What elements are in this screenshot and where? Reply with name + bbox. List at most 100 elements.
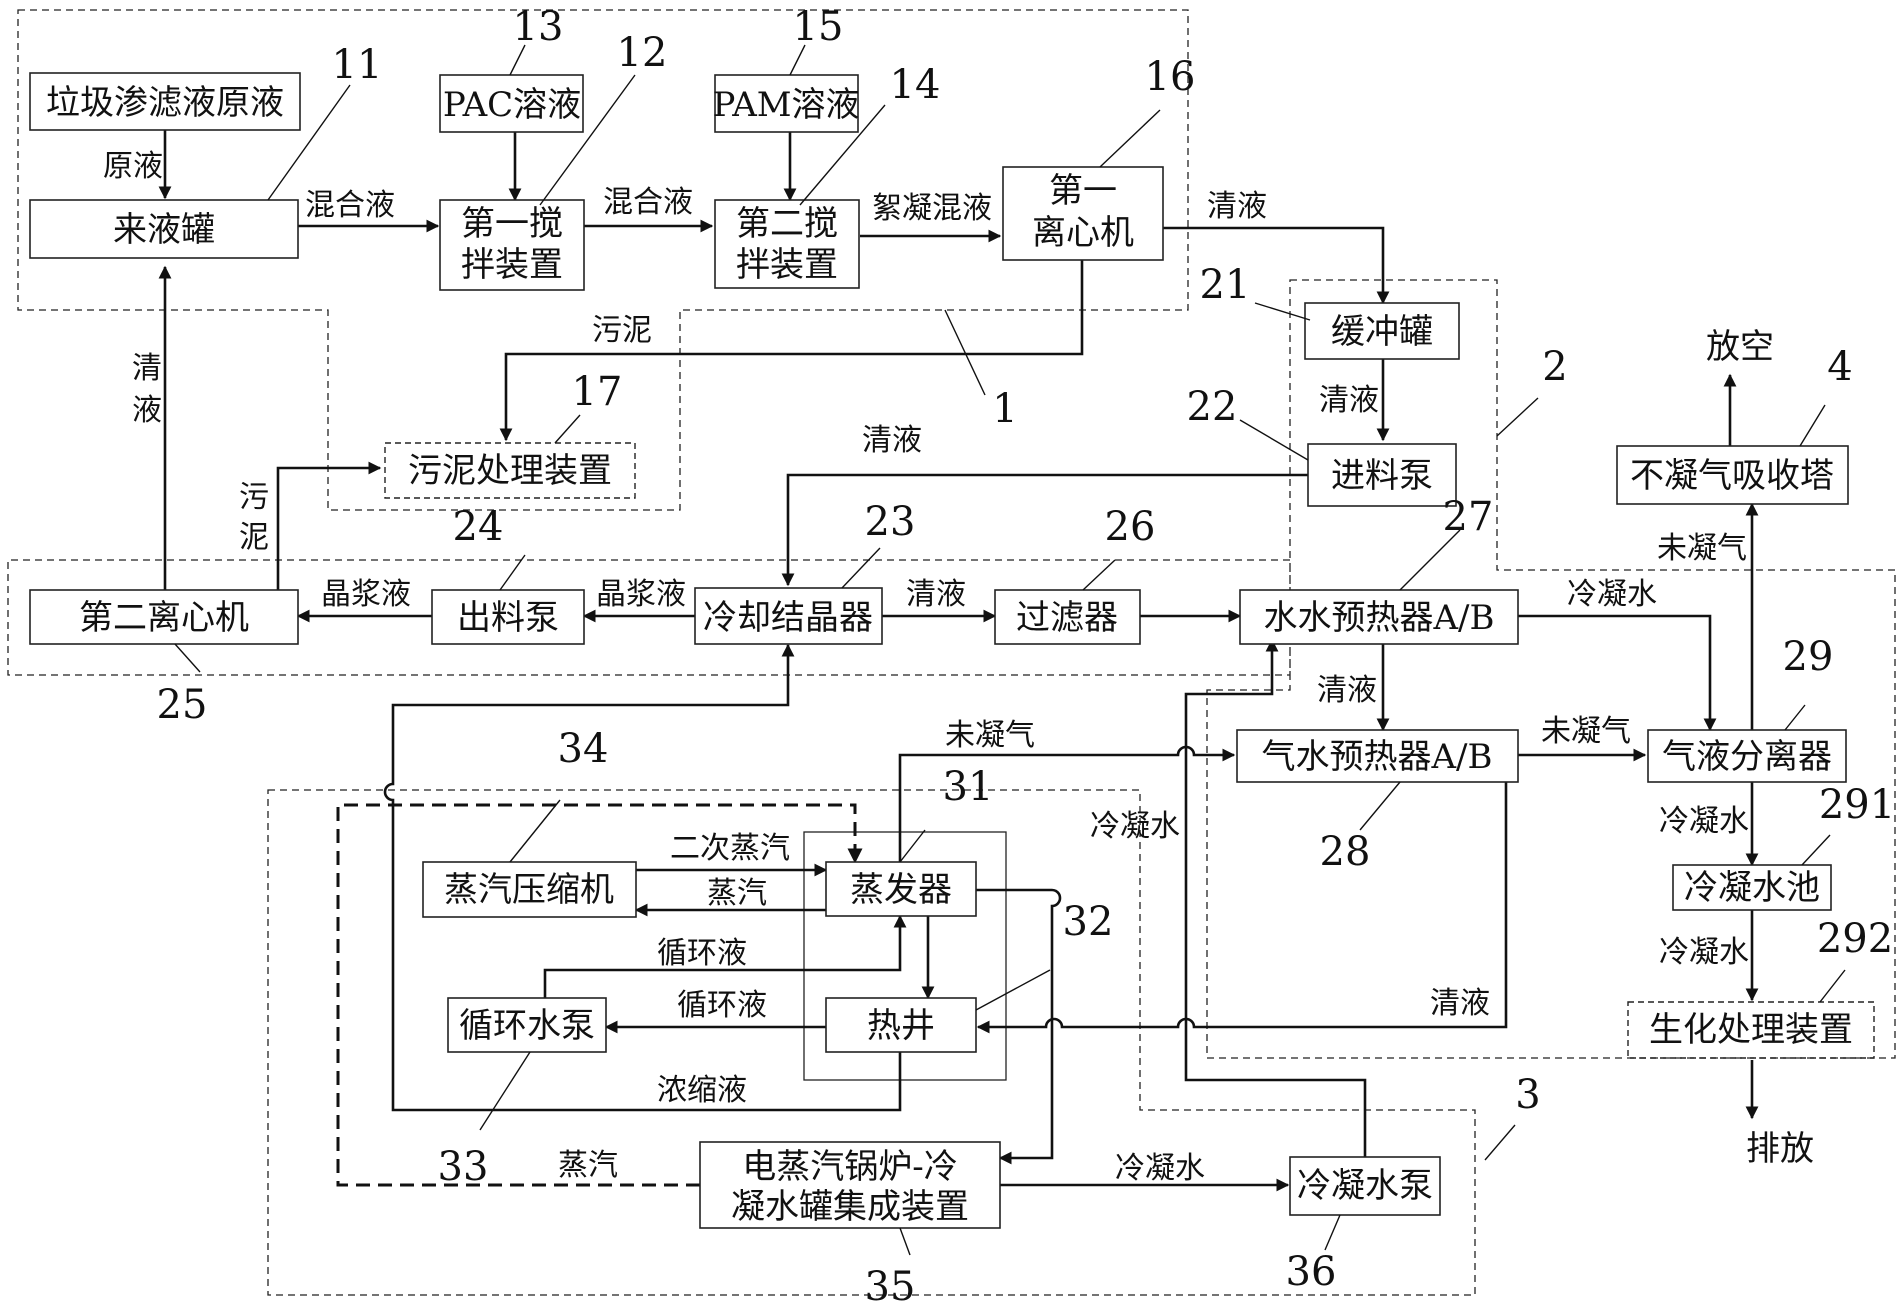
inlet-tank-label: 来液罐 [113, 210, 215, 250]
flow-label-uncond-evap: 未凝气 [945, 718, 1035, 753]
flow-label-clear-cryst: 清液 [906, 577, 966, 612]
flow-label-steam-back: 蒸汽 [707, 876, 767, 911]
ref-number-1: 1 [992, 386, 1017, 432]
flow-label-slurry2: 晶浆液 [596, 577, 686, 612]
mixer1-label-line1: 第一搅 [461, 204, 563, 244]
ref-number-23: 23 [865, 499, 916, 545]
discharge-pump-label: 出料泵 [457, 598, 559, 638]
pam-solution-label: PAM溶液 [712, 85, 859, 125]
flow-label-circ-left: 循环液 [677, 988, 767, 1023]
mixer2-label-line2: 拌装置 [736, 245, 838, 285]
ref-number-292: 292 [1817, 916, 1893, 962]
flow-label-condensate-region3: 冷凝水 [1090, 809, 1180, 844]
ref-number-35: 35 [865, 1264, 916, 1303]
flow-label-floc: 絮凝混液 [872, 191, 992, 226]
flow-label-mix1: 混合液 [305, 188, 395, 223]
boiler-label-line2: 凝水罐集成装置 [731, 1187, 969, 1227]
ww-preheater-label: 水水预热器A/B [1264, 598, 1495, 638]
flow-label-condensate-sep: 冷凝水 [1659, 804, 1749, 839]
discharge-pump-box: 出料泵 [431, 589, 585, 645]
gl-separator-label: 气液分离器 [1662, 737, 1832, 777]
ref-number-31: 31 [943, 764, 994, 810]
ref-number-15: 15 [793, 4, 844, 50]
flow-label-clear-feed: 清液 [862, 423, 922, 458]
ref-number-24: 24 [453, 504, 504, 550]
flow-label-clear-c1: 清液 [1207, 189, 1267, 224]
region-3-outline [267, 789, 1476, 1296]
mixer1-box: 第一搅 拌装置 [439, 199, 585, 291]
flow-label-sludge1: 污泥 [592, 313, 652, 348]
ref-number-17: 17 [572, 369, 623, 415]
pac-solution-label: PAC溶液 [443, 85, 581, 125]
evaporator-label: 蒸发器 [850, 870, 952, 910]
feed-pump-box: 进料泵 [1307, 443, 1457, 507]
flow-label-sludge2-line2: 泥 [239, 520, 269, 555]
raw-leachate-box: 垃圾渗滤液原液 [29, 72, 301, 131]
ref-number-16: 16 [1145, 54, 1196, 100]
circ-pump-box: 循环水泵 [447, 997, 607, 1053]
flow-label-circ-up: 循环液 [657, 936, 747, 971]
condensate-pump-label: 冷凝水泵 [1297, 1166, 1433, 1206]
ref-number-291: 291 [1819, 782, 1895, 828]
ref-number-32: 32 [1063, 899, 1114, 945]
ref-number-14: 14 [890, 62, 941, 108]
gw-preheater-label: 气水预热器A/B [1262, 737, 1493, 777]
mixer2-box: 第二搅 拌装置 [714, 199, 860, 289]
flow-label-raw: 原液 [103, 149, 163, 184]
noncondensable-tower-label: 不凝气吸收塔 [1630, 456, 1834, 496]
ref-number-11: 11 [332, 42, 383, 88]
flow-label-uncond-tower: 未凝气 [1657, 531, 1747, 566]
biochem-treatment-box: 生化处理装置 [1627, 1001, 1875, 1059]
region-1-outline [17, 9, 1189, 511]
flow-label-clear-ww: 清液 [1317, 673, 1377, 708]
ref-number-29: 29 [1783, 634, 1834, 680]
centrifuge1-label-line1: 第一 [1049, 171, 1117, 211]
centrifuge1-label-line2: 离心机 [1032, 213, 1134, 253]
flow-lines [158, 120, 1759, 1192]
raw-leachate-label: 垃圾渗滤液原液 [46, 83, 284, 123]
ww-preheater-box: 水水预热器A/B [1239, 589, 1519, 645]
sludge-treatment-label: 污泥处理装置 [408, 451, 612, 491]
flow-label-condensate-boiler: 冷凝水 [1115, 1151, 1205, 1186]
cooling-crystallizer-label: 冷却结晶器 [703, 598, 873, 638]
filter-label: 过滤器 [1016, 598, 1118, 638]
boiler-label-line1: 电蒸汽锅炉-冷 [742, 1147, 958, 1187]
ref-number-28: 28 [1320, 829, 1371, 875]
circ-pump-label: 循环水泵 [459, 1006, 595, 1046]
buffer-tank-label: 缓冲罐 [1331, 312, 1433, 352]
mixer2-label-line1: 第二搅 [736, 204, 838, 244]
centrifuge1-box: 第一 离心机 [1002, 166, 1164, 261]
flow-label-mix2: 混合液 [603, 185, 693, 220]
flow-label-condensate-pool: 冷凝水 [1659, 935, 1749, 970]
condensate-pool-label: 冷凝水池 [1684, 868, 1820, 908]
centrifuge2-label: 第二离心机 [79, 598, 249, 638]
ref-number-27: 27 [1443, 494, 1494, 540]
ref-number-4: 4 [1827, 344, 1852, 390]
ref-number-25: 25 [157, 682, 208, 728]
biochem-treatment-label: 生化处理装置 [1649, 1010, 1853, 1050]
pac-solution-box: PAC溶液 [439, 74, 584, 133]
hotwell-label: 热井 [867, 1006, 935, 1046]
flow-label-clear-return-2: 液 [132, 393, 162, 428]
buffer-tank-box: 缓冲罐 [1304, 302, 1460, 360]
flow-label-clear-hotwell: 清液 [1430, 986, 1490, 1021]
feed-pump-label: 进料泵 [1331, 456, 1433, 496]
flow-label-clear-buffer: 清液 [1319, 383, 1379, 418]
ref-number-34: 34 [558, 726, 609, 772]
ref-number-3: 3 [1515, 1072, 1540, 1118]
condensate-pool-box: 冷凝水池 [1672, 864, 1832, 911]
gw-preheater-box: 气水预热器A/B [1236, 729, 1519, 783]
flow-label-slurry1: 晶浆液 [321, 577, 411, 612]
ref-number-2: 2 [1542, 344, 1567, 390]
flow-label-condensate-ww: 冷凝水 [1567, 577, 1657, 612]
ref-number-26: 26 [1105, 504, 1156, 550]
flow-label-uncond-gw: 未凝气 [1541, 714, 1631, 749]
flow-label-discharge: 排放 [1746, 1129, 1814, 1169]
evaporator-box: 蒸发器 [825, 861, 977, 917]
ref-number-36: 36 [1286, 1249, 1337, 1295]
condensate-pump-box: 冷凝水泵 [1289, 1156, 1441, 1216]
sludge-treatment-box: 污泥处理装置 [384, 442, 636, 499]
flow-label-steam-boiler: 蒸汽 [558, 1148, 618, 1183]
ref-number-13: 13 [513, 4, 564, 50]
